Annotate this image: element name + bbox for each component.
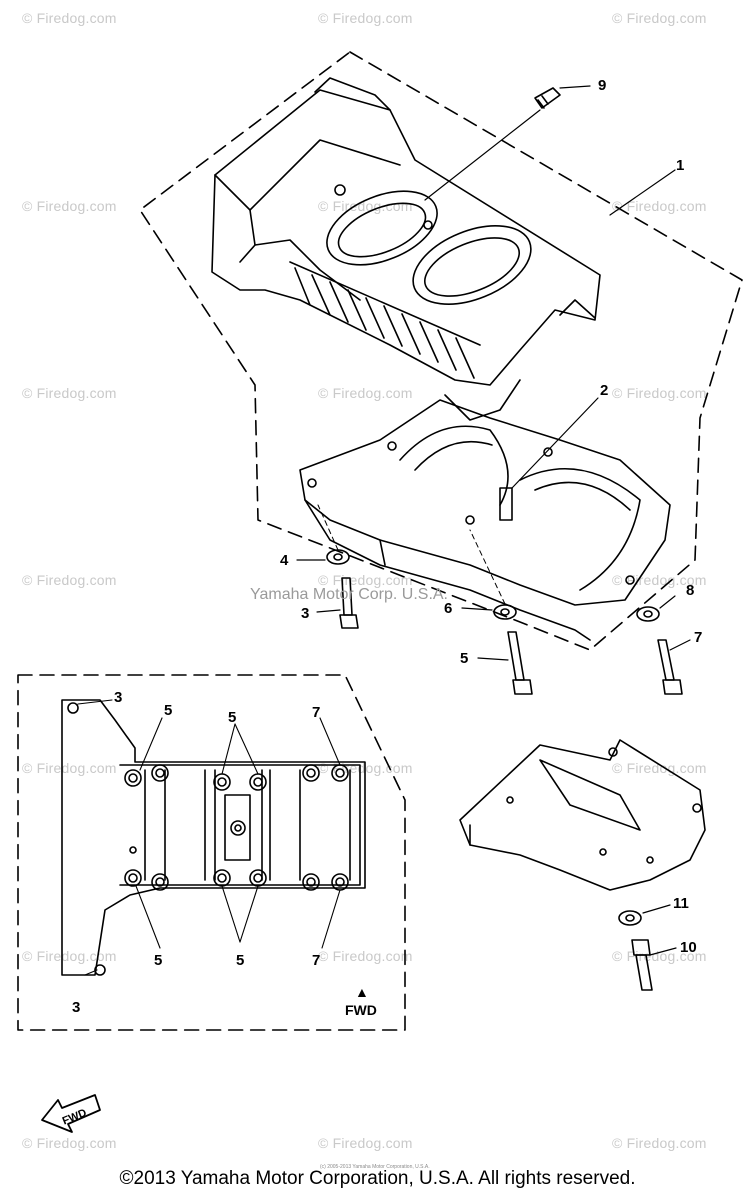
watermark: © Firedog.com <box>318 10 413 26</box>
watermark: © Firedog.com <box>22 1135 117 1151</box>
corp-watermark: Yamaha Motor Corp. U.S.A. <box>250 586 448 603</box>
upper-crankcase <box>211 77 601 421</box>
fwd-inset-label: FWD <box>345 1002 377 1018</box>
callout-11: 11 <box>673 895 689 912</box>
inset-callout-5-bottom-mid: 5 <box>236 952 245 969</box>
watermark: © Firedog.com <box>22 760 117 776</box>
watermark: © Firedog.com <box>612 198 707 214</box>
callout-7: 7 <box>694 629 703 646</box>
inset-bolt-pattern <box>61 699 366 976</box>
watermark: © Firedog.com <box>612 1135 707 1151</box>
callout-3: 3 <box>301 605 310 622</box>
watermark: © Firedog.com <box>318 1135 413 1151</box>
inset-callout-3-bottom: 3 <box>72 999 81 1016</box>
copyright-fine-print: (c) 2005-2013 Yamaha Motor Corporation, … <box>320 1164 430 1170</box>
inset-callout-7-top: 7 <box>312 704 321 721</box>
assembly-boundary <box>139 51 743 651</box>
lower-crankcase <box>299 399 671 641</box>
fwd-up-arrow-icon: ▲ <box>355 984 369 1000</box>
watermark: © Firedog.com <box>612 948 707 964</box>
callout-4: 4 <box>280 552 289 569</box>
watermark: © Firedog.com <box>318 385 413 401</box>
copyright-footer: ©2013 Yamaha Motor Corporation, U.S.A. A… <box>119 1168 636 1189</box>
engine-mount-bracket <box>459 739 706 891</box>
callout-6: 6 <box>444 600 453 617</box>
watermark: © Firedog.com <box>22 198 117 214</box>
callout-9: 9 <box>598 77 607 94</box>
callout-5: 5 <box>460 650 469 667</box>
watermark: © Firedog.com <box>612 10 707 26</box>
inset-callout-7-bottom: 7 <box>312 952 321 969</box>
fwd-corner-arrow-icon <box>41 1094 101 1133</box>
inset-callout-5-left: 5 <box>164 702 173 719</box>
inset-callout-5-bottom-left: 5 <box>154 952 163 969</box>
watermark: © Firedog.com <box>612 760 707 776</box>
inset-callout-5-mid: 5 <box>228 709 237 726</box>
bolt-part-10 <box>631 939 677 991</box>
bleed-bolt-part-9 <box>424 85 591 201</box>
washer-part-4 <box>296 504 350 565</box>
watermark: © Firedog.com <box>318 948 413 964</box>
washer-part-8 <box>636 595 676 622</box>
watermark: © Firedog.com <box>612 385 707 401</box>
callout-10: 10 <box>680 939 697 956</box>
bolt-part-3 <box>316 577 359 629</box>
watermark: © Firedog.com <box>318 198 413 214</box>
inset-callout-3-top: 3 <box>114 689 123 706</box>
callout-2: 2 <box>600 382 609 399</box>
callout-8: 8 <box>686 582 695 599</box>
watermark: © Firedog.com <box>22 948 117 964</box>
callout-1: 1 <box>676 157 685 174</box>
fwd-corner-label: FWD <box>61 1107 89 1128</box>
watermark: © Firedog.com <box>22 572 117 588</box>
inset-boundary <box>17 674 406 1031</box>
watermark: © Firedog.com <box>22 10 117 26</box>
washer-part-11 <box>618 904 671 926</box>
leader-1 <box>609 169 676 216</box>
inset-leaders <box>77 699 341 976</box>
bolt-part-5 <box>477 631 533 695</box>
watermark: © Firedog.com <box>22 385 117 401</box>
dowel-pin-part-2 <box>499 397 599 521</box>
washer-part-6 <box>461 529 517 620</box>
bolt-part-7 <box>657 639 691 695</box>
